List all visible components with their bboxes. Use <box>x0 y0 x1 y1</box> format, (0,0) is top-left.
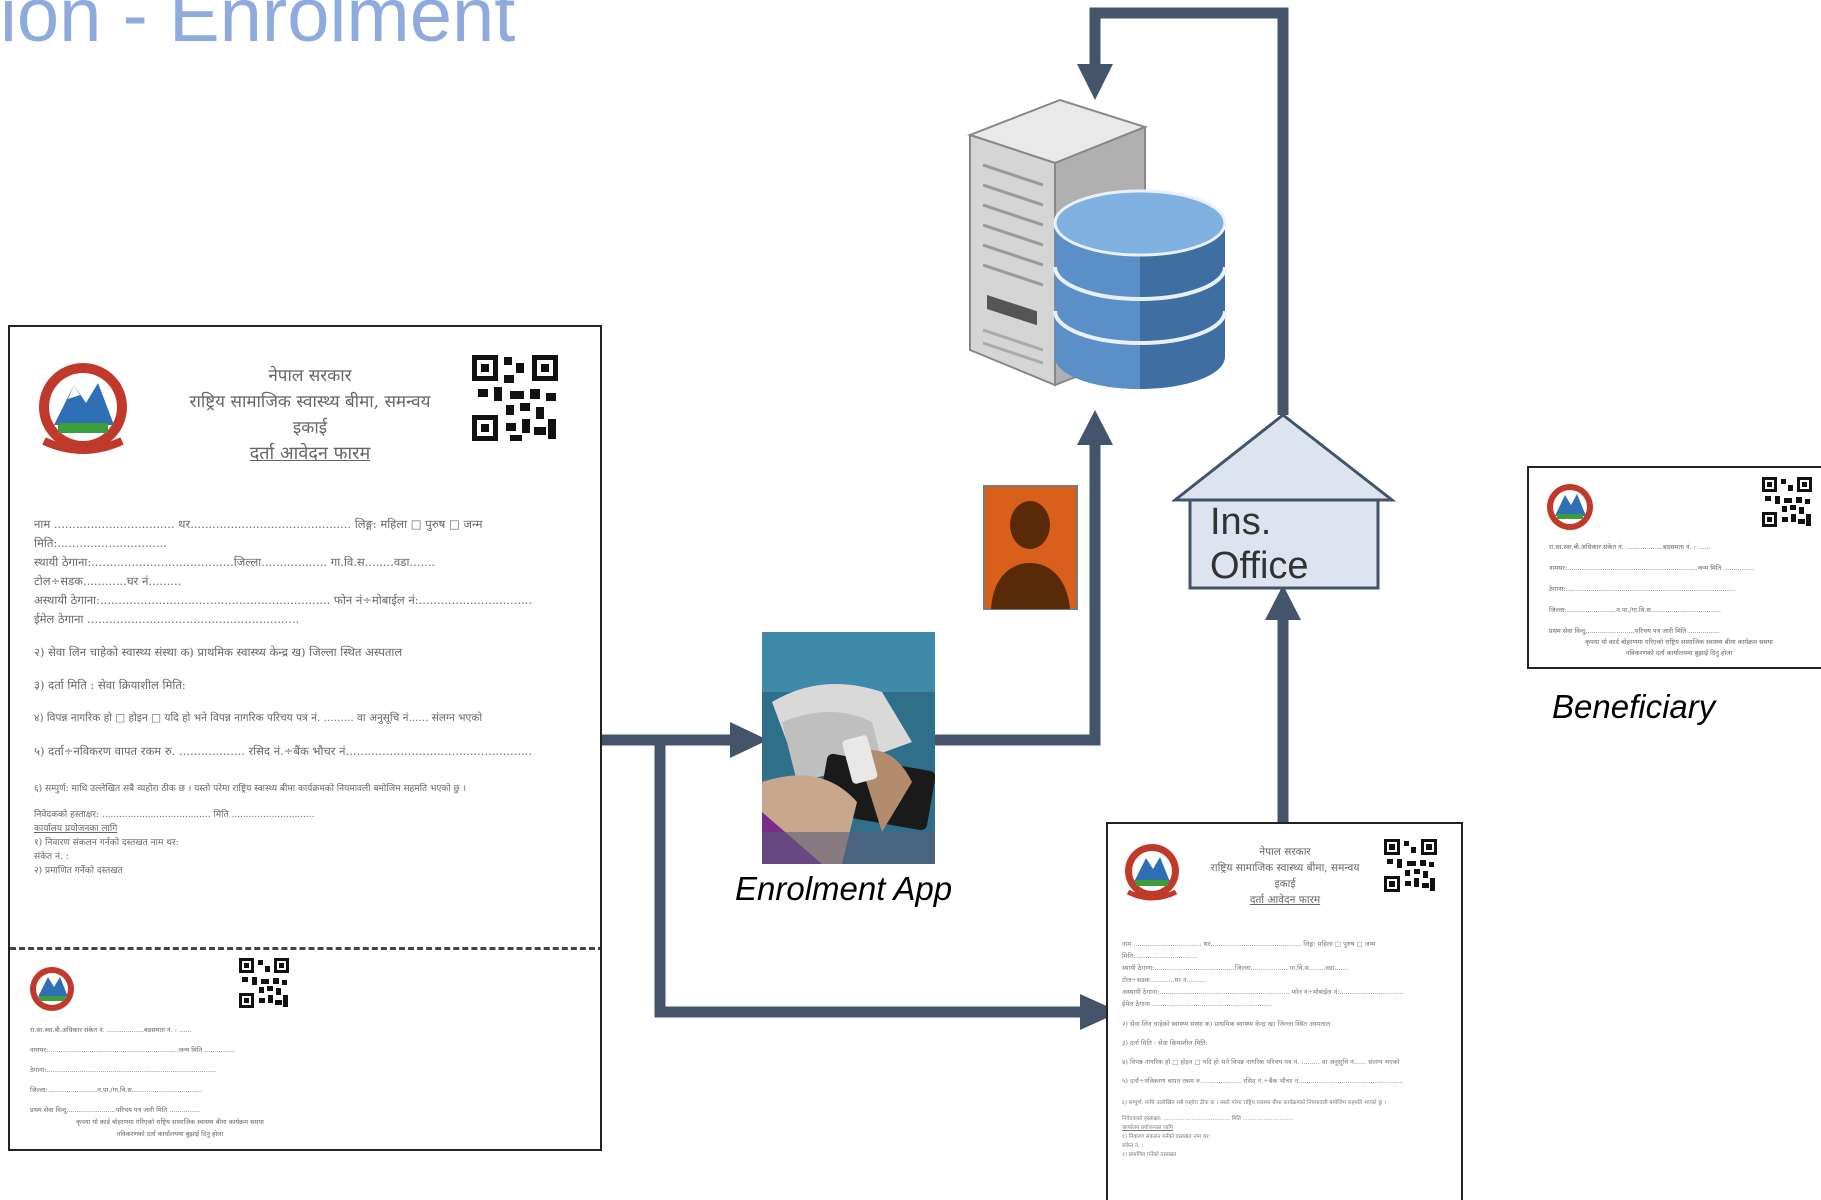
office-label: Ins. Office <box>1210 500 1380 588</box>
card-field-line: जिल्ला:........................न.पा./गा.… <box>30 1086 203 1094</box>
card-field-line: नामथर:..................................… <box>30 1046 236 1054</box>
form-field-line: ५) दर्ता÷नविकरण वापत रकम रु. ...........… <box>34 744 532 758</box>
form-header-line: नेपाल सरकार <box>268 366 352 386</box>
card-fields: रा.सा.स्वा.बी.अधिकार संकेत नं. .........… <box>30 1025 310 1141</box>
arrowhead-server-bottom <box>1077 410 1113 445</box>
slide-title: ion - Enrolment <box>0 0 516 58</box>
form-header-line: नेपाल सरकार <box>1259 846 1311 858</box>
arrowhead-office <box>1265 585 1301 620</box>
form-field-line: २) प्रमाणित गर्नेको दस्तखत <box>34 866 123 876</box>
form-header-line: राष्ट्रिय सामाजिक स्वास्थ्य बीमा, समन्वय <box>1210 862 1360 874</box>
card-field-line: नामथर:..................................… <box>1549 564 1755 572</box>
nepal-emblem-icon <box>1547 484 1593 530</box>
form-field-line: नाम ................................. थर… <box>1122 940 1376 948</box>
form-field-line: ४) विपन्न नागरिक हो □ होइन □ यदि हो भने … <box>1122 1058 1400 1066</box>
beneficiary-card: रा.सा.स्वा.बी.अधिकार संकेत नं. .........… <box>1527 466 1821 669</box>
office-label-line-2: Office <box>1210 545 1309 587</box>
card-field-line: प्रथम सेवा विन्दु.......................… <box>30 1106 201 1114</box>
form-field-line: कार्यालय प्रयोजनका लागि <box>34 824 118 834</box>
form-field-line: निवेदकको हस्ताक्षर: ....................… <box>34 810 315 820</box>
nepal-emblem-icon <box>39 363 127 454</box>
card-fields: रा.सा.स्वा.बी.अधिकार संकेत नं. .........… <box>1549 542 1809 659</box>
form-field-line: ३) दर्ता मिति : सेवा क्रियाशील मिति: <box>34 678 186 692</box>
form-field-line: ईमेल ठेगाना ............................… <box>1122 1000 1272 1008</box>
form-field-line: टोल÷सडक............घर नं......... <box>1122 976 1206 984</box>
enrolment-form-small: नेपाल सरकार राष्ट्रिय सामाजिक स्वास्थ्य … <box>1106 822 1463 1200</box>
form-field-line: २) सेवा लिन चाहेको स्वास्थ्य संस्था क) प… <box>34 645 403 659</box>
cut-line <box>10 947 600 950</box>
nepal-emblem-icon <box>30 967 74 1011</box>
qr-code-icon <box>470 353 560 443</box>
form-header-line: इकाई <box>292 418 328 438</box>
card-field-line: जिल्ला:........................न.पा./गा.… <box>1549 606 1722 614</box>
form-field-line: मिति:.............................. <box>34 536 167 550</box>
arrowhead-app <box>730 722 768 758</box>
form-field-line: १) निवारण संकलन गर्नको दस्तखत नाम थर: <box>1122 1134 1211 1140</box>
nepal-emblem-icon <box>1125 844 1179 901</box>
qr-code-icon <box>1761 476 1813 528</box>
form-field-line: ईमेल ठेगाना ............................… <box>34 612 300 626</box>
form-field-line: ३) दर्ता मिति : सेवा क्रियाशील मिति: <box>1122 1039 1208 1047</box>
form-field-line: मिति:.............................. <box>1122 952 1198 960</box>
database-icon <box>1053 189 1227 389</box>
server-icon <box>967 98 1227 389</box>
form-field-line: ६) सम्पुर्ण: माथि उल्लेखित सबै व्यहोरा ठ… <box>34 784 467 794</box>
office-house-icon <box>1172 413 1397 590</box>
arrow-app-to-server <box>935 440 1101 746</box>
enrolment-form-large: नेपाल सरकार राष्ट्रिय सामाजिक स्वास्थ्य … <box>8 325 602 1151</box>
card-field-line: ठेगाना:.................................… <box>30 1066 217 1074</box>
arrow-office-to-server <box>1089 7 1289 415</box>
qr-code-icon <box>1383 838 1438 893</box>
form-field-line: २) सेवा लिन चाहेको स्वास्थ्य संस्था क) प… <box>1122 1020 1331 1028</box>
form-title: दर्ता आवेदन फारम <box>1249 894 1321 906</box>
form-field-line: ६) सम्पुर्ण: माथि उल्लेखित सबै व्यहोरा ठ… <box>1122 1100 1387 1106</box>
qr-code-icon <box>238 957 290 1009</box>
form-field-line: अस्थायी ठेगाना:.........................… <box>1122 988 1404 996</box>
enrolment-app-caption: Enrolment App <box>735 870 953 907</box>
card-field-line: कृपया यो कार्ड बोहरणमा गरिएको राष्ट्रिय … <box>1585 638 1773 646</box>
form-field-line: संकेत नं. : <box>1122 1143 1144 1149</box>
form-fields: नाम ................................. थर… <box>34 517 594 877</box>
enrolment-app-photo <box>762 632 935 864</box>
form-field-line: २) प्रमाणित गर्नेको दस्तखत <box>1122 1152 1177 1158</box>
form-field-line: निवेदकको हस्ताक्षर: ....................… <box>1122 1116 1294 1122</box>
arrow-form-to-small-form <box>654 740 1085 1018</box>
office-label-line-1: Ins. <box>1210 501 1272 543</box>
card-field-line: नविकरणको दर्ता कार्यालयमा बुझाई दिनु होल… <box>116 1130 224 1138</box>
form-header: नेपाल सरकार राष्ट्रिय सामाजिक स्वास्थ्य … <box>1190 844 1380 908</box>
form-field-line: स्थायी ठेगाना:..........................… <box>34 555 436 569</box>
card-field-line: कृपया यो कार्ड बोहरणमा गरिएको राष्ट्रिय … <box>76 1118 264 1126</box>
card-field-line: रा.सा.स्वा.बी.अधिकार संकेत नं. .........… <box>1549 543 1711 551</box>
beneficiary-caption: Beneficiary <box>1552 688 1716 725</box>
form-header-line: राष्ट्रिय सामाजिक स्वास्थ्य बीमा, समन्वय <box>189 392 431 412</box>
card-field-line: प्रथम सेवा विन्दु.......................… <box>1549 627 1720 635</box>
form-field-line: अस्थायी ठेगाना:.........................… <box>34 593 532 607</box>
card-field-line: ठेगाना:.................................… <box>1549 585 1736 593</box>
arrowhead-small-form <box>1080 994 1120 1030</box>
arrowhead-server-top <box>1077 64 1113 100</box>
form-header: नेपाल सरकार राष्ट्रिय सामाजिक स्वास्थ्य … <box>160 363 460 467</box>
form-field-line: संकेत नं. : <box>34 852 69 862</box>
form-field-line: नाम ................................. थर… <box>34 517 483 531</box>
card-field-line: रा.सा.स्वा.बी.अधिकार संकेत नं. .........… <box>30 1026 192 1034</box>
person-icon <box>983 485 1078 610</box>
card-field-line: नविकरणको दर्ता कार्यालयमा बुझाई दिनु होल… <box>1625 649 1733 657</box>
form-field-line: ४) विपन्न नागरिक हो □ होइन □ यदि हो भने … <box>34 712 483 724</box>
form-title: दर्ता आवेदन फारम <box>249 443 371 464</box>
form-field-line: ५) दर्ता÷नविकरण वापत रकम रु. ...........… <box>1122 1077 1404 1085</box>
form-header-line: इकाई <box>1274 878 1296 890</box>
form-field-line: टोल÷सडक............घर नं......... <box>34 574 182 588</box>
form-field-line: स्थायी ठेगाना:..........................… <box>1122 964 1349 972</box>
form-field-line: १) निवारण संकलन गर्नको दस्तखत नाम थर: <box>34 838 179 848</box>
form-fields: नाम ................................. थर… <box>1122 939 1457 1159</box>
form-field-line: कार्यालय प्रयोजनका लागि <box>1122 1125 1173 1131</box>
